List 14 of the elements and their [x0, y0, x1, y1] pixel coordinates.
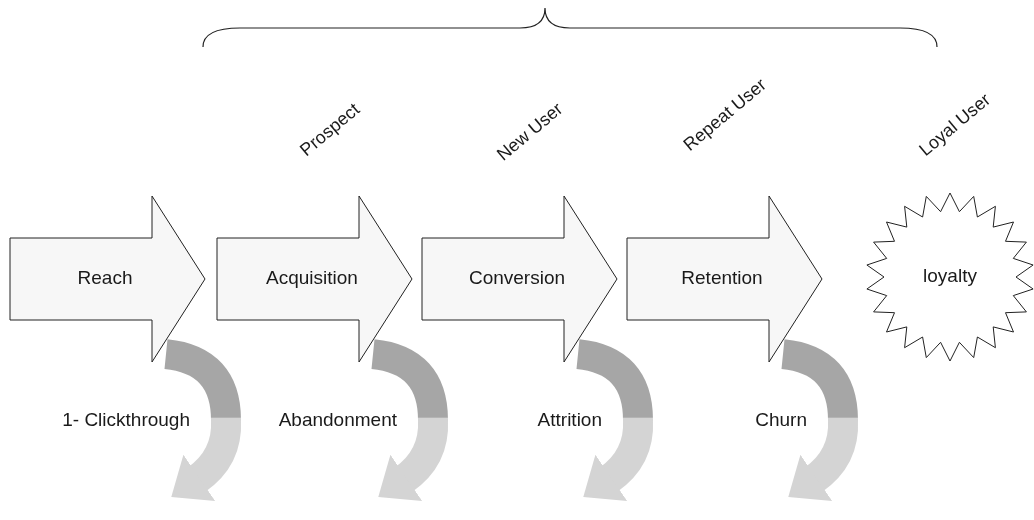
- starburst-shape: [866, 193, 1034, 361]
- arrow-shape: [217, 196, 412, 362]
- stage-label: New User: [493, 98, 567, 166]
- arrow-shape: [10, 196, 205, 362]
- arrow-shape: [422, 196, 617, 362]
- curved-arrow: [575, 339, 654, 501]
- node-label: Conversion: [467, 267, 567, 289]
- curved-arrow: [370, 339, 449, 501]
- node-label: loyalty: [922, 265, 978, 287]
- node-label: Retention: [680, 267, 764, 289]
- node-label: Acquisition: [265, 267, 359, 289]
- arrow-shape: [627, 196, 822, 362]
- node-label: Reach: [76, 267, 134, 289]
- curved-arrow: [163, 339, 242, 501]
